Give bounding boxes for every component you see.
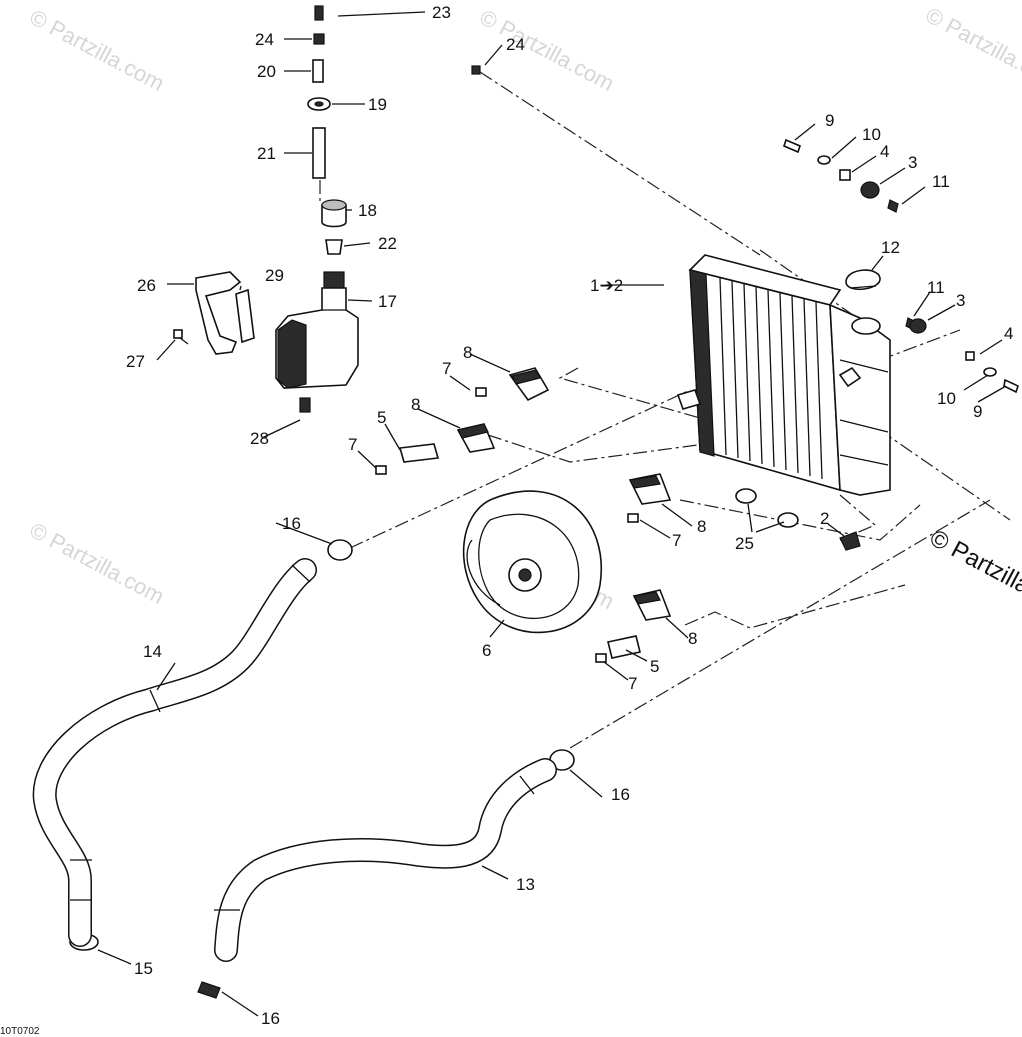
label-part-16: 16 [611,785,630,804]
label-part-20: 20 [257,62,276,81]
label-part-16: 16 [261,1009,280,1028]
reservoir-cap [321,199,347,255]
drawing-code: 10T0702 [0,1026,40,1037]
label-part-29: 29 [265,266,284,285]
label-part-12: 12 [881,238,900,257]
label-part-14: 14 [143,642,162,661]
label-part-27: 27 [126,352,145,371]
label-part-8: 8 [411,395,420,414]
label-part-4: 4 [1004,324,1013,343]
label-part-22: 22 [378,234,397,253]
label-part-17: 17 [378,292,397,311]
radiator [676,254,891,496]
label-part-11: 11 [932,172,950,191]
label-part-7: 7 [628,674,637,693]
connection-lines [319,71,1011,749]
watermark: © Partzilla.com [26,517,169,609]
label-part-10: 10 [937,389,956,408]
label-part-4: 4 [880,142,889,161]
label-part-26: 26 [137,276,156,295]
label-part-5: 5 [377,408,386,427]
label-part-1-2: 1➔2 [590,276,623,295]
label-part-15: 15 [134,959,153,978]
label-part-16: 16 [282,514,301,533]
label-part-7: 7 [672,531,681,550]
vent-fittings [307,33,481,179]
hose-clamps [69,539,575,999]
coolant-reservoir [275,271,359,413]
label-part-7: 7 [442,359,451,378]
label-part-19: 19 [368,95,387,114]
watermark: © Partzilla.com [26,4,169,96]
label-part-7: 7 [348,435,357,454]
label-part-21: 21 [257,144,276,163]
vent-tube [314,5,474,70]
label-part-8: 8 [463,343,472,362]
reservoir-bracket [173,271,255,355]
watermark-bold: © Partzilla.com [925,524,1022,624]
leader-lines [97,11,1007,1017]
label-part-8: 8 [688,629,697,648]
mounting-hardware-top [783,138,1019,394]
label-part-23: 23 [432,3,451,22]
label-part-24: 24 [255,30,274,49]
label-part-3: 3 [908,153,917,172]
label-part-6: 6 [482,641,491,660]
label-part-9: 9 [973,402,982,421]
label-part-13: 13 [516,875,535,894]
label-part-28: 28 [250,429,269,448]
label-part-5: 5 [650,657,659,676]
label-part-24: 24 [506,35,525,54]
radiator-fins [719,277,823,480]
hose-lower [214,758,557,962]
cooling-fan [462,490,603,634]
watermark: © Partzilla.com [922,2,1022,94]
grommets-and-sensor [735,488,861,551]
label-part-25: 25 [735,534,754,553]
label-part-8: 8 [697,517,706,536]
label-part-2: 2 [820,509,829,528]
hose-upper [32,558,317,947]
label-part-3: 3 [956,291,965,310]
label-part-18: 18 [358,201,377,220]
mounting-brackets [375,367,672,663]
radiator-cap [845,269,881,290]
part-labels: 23 24 24 20 19 21 18 22 17 26 29 27 28 1… [0,3,1013,1037]
label-part-9: 9 [825,111,834,130]
label-part-10: 10 [862,125,881,144]
label-part-11: 11 [927,278,945,297]
